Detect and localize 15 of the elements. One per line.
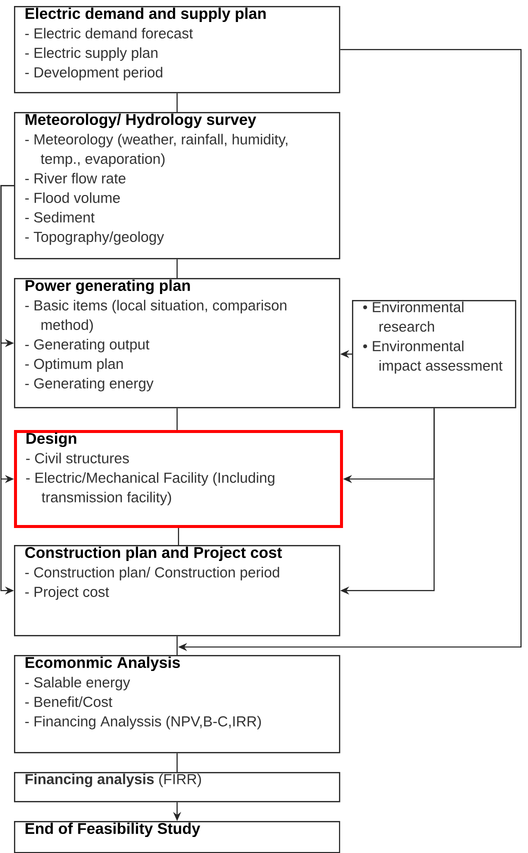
connector-line <box>176 259 178 278</box>
process-box: Ecomonmic Analysis - Salable energy - Benefit/Cost - Financing Analyssis (NPV,B-C,IRR) <box>14 655 340 754</box>
connector-line <box>176 408 178 430</box>
process-box: Meteorology/ Hydrology survey - Meteorology (weather, rainfall, humidity, temp., evaporation) - River flow rate - Flood volume - Sediment - Topography/geology <box>14 112 340 260</box>
process-box: Electric demand and supply plan - Electric demand forecast - Electric supply plan - Development period <box>14 6 340 94</box>
process-box: Power generating plan - Basic items (local situation, comparison method) - Generating output - Optimum plan - Generating energy <box>14 278 340 408</box>
highlighted-box: Design - Civil structures - Electric/Mechanical Facility (Including transmission facility) <box>14 430 343 528</box>
process-box: End of Feasibility Study <box>14 821 340 853</box>
connector-line <box>176 636 178 655</box>
process-box: Financing analysis (FIRR) <box>14 772 340 802</box>
process-box: Construction plan and Project cost - Construction plan/ Construction period - Project cost <box>14 545 340 636</box>
connector-line <box>178 528 180 545</box>
connector-line <box>176 753 178 772</box>
input-box: • Environmental research • Environmental impact assessment <box>352 300 516 408</box>
connector-line <box>176 93 178 112</box>
